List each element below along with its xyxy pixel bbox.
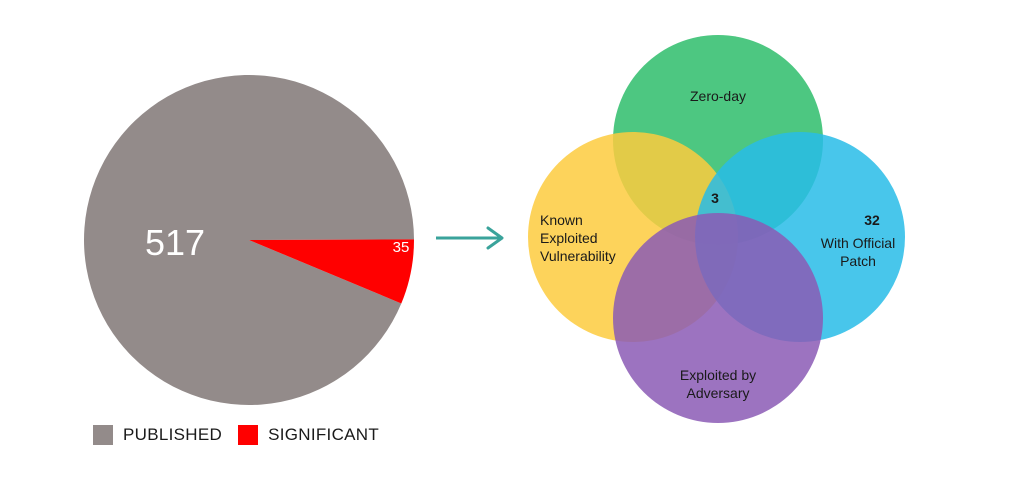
venn-label-zero-day: Zero-day [690,88,746,104]
legend-label-published: PUBLISHED [123,425,223,444]
pie-chart: 517 35 [83,75,414,406]
legend-swatch-significant [238,425,259,445]
pie-slice-significant [249,239,414,304]
pie-label-significant: 35 [393,239,410,256]
venn-circle-exploited-by-adversary [613,213,823,423]
legend-item-published: PUBLISHED [93,425,222,445]
legend-item-significant: SIGNIFICANT [238,425,379,445]
legend-swatch-published [93,425,113,445]
legend-label-significant: SIGNIFICANT [268,425,380,444]
venn-count-with-official-patch: 32 [864,212,880,228]
arrow-connector [436,226,504,250]
venn-count-center: 3 [711,190,719,206]
pie-label-published: 517 [145,222,205,263]
arrow-head-icon [486,226,504,250]
pie-slice-published [83,75,414,406]
pie-legend: PUBLISHED SIGNIFICANT [93,425,385,445]
